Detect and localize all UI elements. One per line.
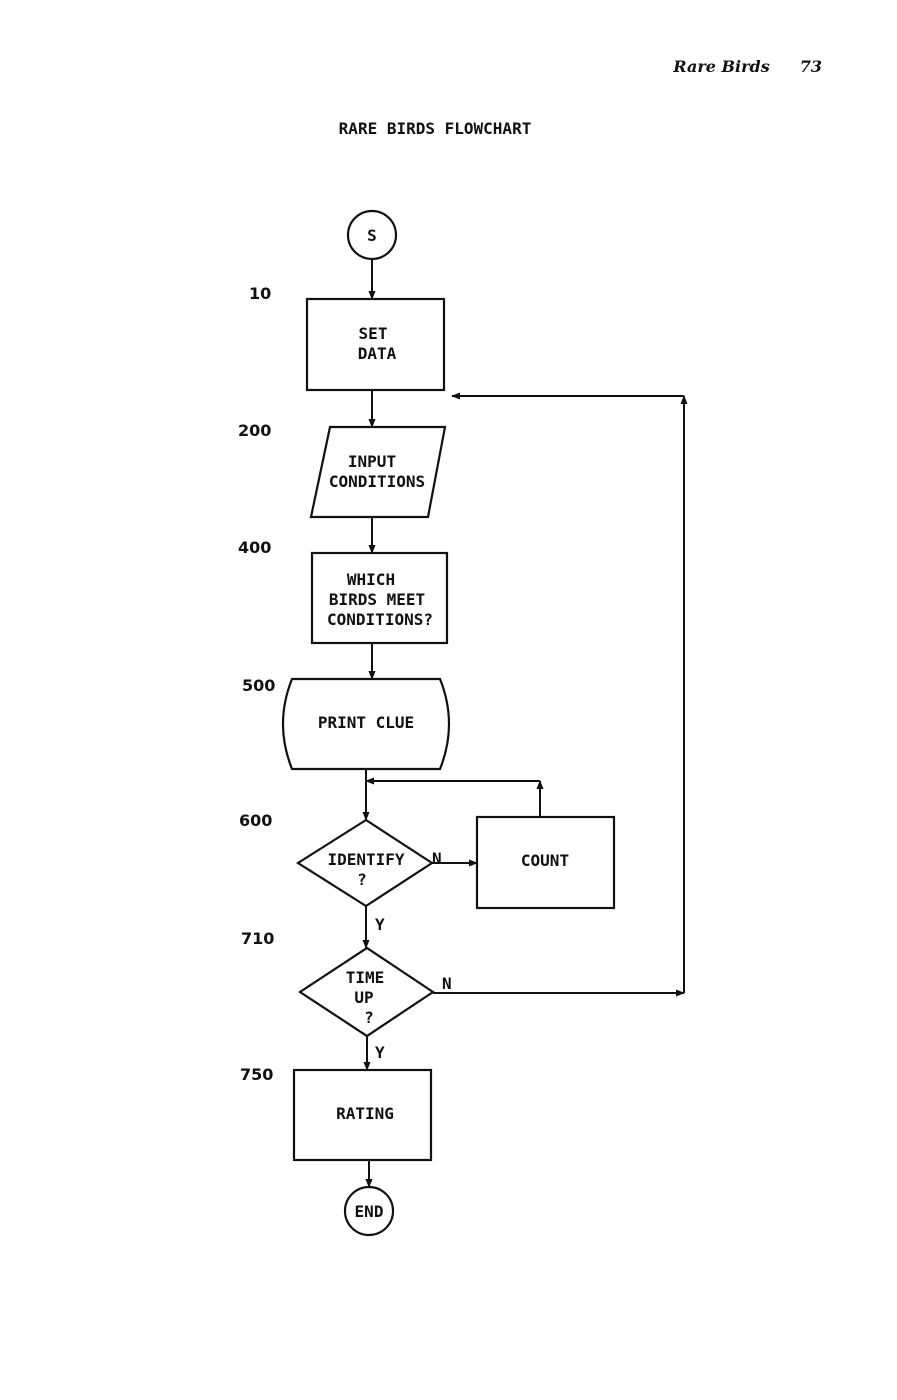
time-up-label-line-1: TIME — [346, 968, 385, 987]
input-conditions-label-line-2: CONDITIONS — [329, 472, 425, 491]
identify-yes-label: Y — [375, 915, 385, 934]
which-birds-label-line-2: BIRDS MEET — [329, 590, 425, 609]
rating-label: RATING — [336, 1104, 394, 1123]
time-up-label-line-2: UP — [354, 988, 373, 1007]
running-head: Rare Birds 73 — [600, 57, 822, 76]
which-birds-label-line-3: CONDITIONS? — [327, 610, 433, 629]
time-up-yes-label: Y — [375, 1043, 385, 1062]
count-node: COUNT — [475, 815, 616, 910]
input-conditions-node: INPUT CONDITIONS — [309, 425, 447, 519]
identify-node: IDENTIFY ? — [295, 818, 435, 908]
time-up-no-label: N — [442, 974, 452, 993]
which-birds-box — [310, 551, 449, 645]
step-number-710: 710 — [241, 929, 274, 948]
set-data-label-line-1: SET — [359, 324, 388, 343]
identify-label-line-1: IDENTIFY — [327, 850, 404, 869]
print-clue-display-shape — [281, 677, 451, 771]
step-number-200: 200 — [238, 421, 271, 440]
page-number: 73 — [799, 57, 822, 76]
print-clue-node: PRINT CLUE — [281, 677, 451, 771]
end-label: END — [355, 1202, 384, 1221]
end-node: END — [343, 1185, 395, 1237]
step-number-600: 600 — [239, 811, 272, 830]
set-data-node: SET DATA — [305, 297, 446, 392]
set-data-label-line-2: DATA — [358, 344, 397, 363]
print-clue-label: PRINT CLUE — [318, 713, 414, 732]
identify-label-line-2: ? — [357, 870, 367, 889]
time-up-label-line-3: ? — [364, 1008, 374, 1027]
flowchart-title: RARE BIRDS FLOWCHART — [339, 119, 532, 138]
input-conditions-parallelogram — [309, 425, 447, 519]
rating-node: RATING — [292, 1068, 433, 1162]
rating-box — [292, 1068, 433, 1162]
running-title: Rare Birds — [673, 57, 770, 76]
start-node: S — [346, 209, 398, 261]
step-number-10: 10 — [249, 284, 271, 303]
identify-no-label: N — [432, 849, 442, 868]
step-number-750: 750 — [240, 1065, 273, 1084]
step-number-500: 500 — [242, 676, 275, 695]
count-label: COUNT — [521, 851, 569, 870]
which-birds-label-line-1: WHICH — [347, 570, 395, 589]
step-number-400: 400 — [238, 538, 271, 557]
input-conditions-label-line-1: INPUT — [348, 452, 396, 471]
which-birds-node: WHICH BIRDS MEET CONDITIONS? — [310, 551, 449, 645]
time-up-node: TIME UP ? — [297, 946, 435, 1038]
start-label: S — [367, 226, 377, 245]
